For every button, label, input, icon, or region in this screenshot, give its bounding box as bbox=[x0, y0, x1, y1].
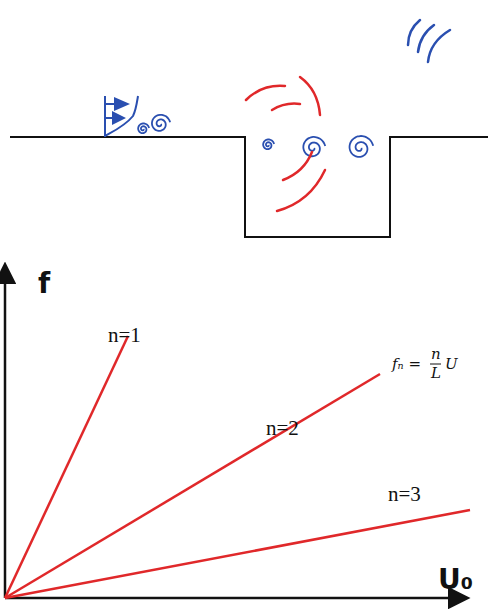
chart-axes bbox=[5, 266, 466, 598]
formula-text: U bbox=[445, 357, 458, 372]
vortex bbox=[152, 115, 170, 131]
formula-text: n bbox=[431, 347, 441, 362]
mode-lines bbox=[5, 336, 470, 598]
radiated-waves bbox=[408, 20, 450, 62]
profile-arrows bbox=[112, 97, 130, 125]
axis-label: U₀ bbox=[438, 566, 473, 594]
cavity-wall bbox=[10, 137, 488, 237]
formula-text: fₙ = bbox=[392, 357, 421, 372]
axis-label: f bbox=[38, 270, 50, 298]
vortex bbox=[263, 139, 274, 149]
velocity-profile bbox=[105, 96, 138, 137]
vortex bbox=[350, 136, 374, 157]
fraction-bar bbox=[430, 364, 441, 365]
mode-label: n=3 bbox=[388, 484, 421, 505]
acoustic-waves bbox=[246, 77, 325, 211]
formula-text: L bbox=[431, 366, 441, 381]
vortex bbox=[303, 137, 325, 156]
mode-label: n=1 bbox=[108, 325, 141, 346]
vortices bbox=[138, 115, 373, 157]
mode-label: n=2 bbox=[266, 418, 299, 439]
vortex bbox=[138, 123, 149, 133]
